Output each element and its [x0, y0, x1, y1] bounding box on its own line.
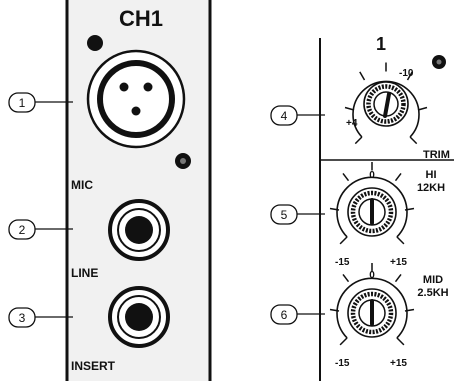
hi-scale-ticks [329, 162, 415, 245]
screw-icon-center [436, 59, 442, 65]
trim-label: TRIM [423, 149, 450, 161]
callout-number: 3 [19, 311, 26, 325]
mic-xlr-jack[interactable] [86, 49, 186, 149]
mid-label-line1: MID [423, 274, 443, 286]
hi-scale-arc [336, 176, 408, 238]
xlr-pin-icon [143, 82, 153, 92]
callout-number: 5 [281, 208, 288, 222]
screw-icon-center [180, 158, 186, 164]
channel-number: 1 [376, 34, 386, 54]
mid-eq-knob-group: 0 -15 +15 MID 2.5KH [329, 263, 449, 369]
callout-number: 4 [281, 109, 288, 123]
line-jack-hole [125, 216, 153, 244]
trim-scale-ticks [344, 62, 428, 145]
mid-scale-ticks [329, 263, 415, 346]
line-label: LINE [71, 266, 98, 280]
channel-title: CH1 [119, 6, 163, 31]
callout-number: 6 [281, 308, 288, 322]
hi-scale-label-right: +15 [390, 257, 407, 268]
insert-jack-hole [125, 303, 153, 331]
callout-6: 6 [270, 304, 325, 325]
callout-5: 5 [270, 204, 325, 225]
line-jack[interactable] [108, 199, 170, 261]
insert-label: INSERT [71, 359, 116, 373]
mid-scale-label-left: -15 [335, 358, 350, 369]
mid-scale-label-right: +15 [390, 358, 407, 369]
xlr-pin-icon [119, 82, 129, 92]
callout-4: 4 [270, 105, 325, 126]
trim-knob-pointer [383, 92, 391, 118]
xlr-pin-icon [131, 106, 141, 116]
callout-number: 1 [19, 96, 26, 110]
trim-knob-group: +4 -10 TRIM [344, 62, 450, 161]
mid-scale-label-top: 0 [369, 270, 375, 281]
insert-jack[interactable] [108, 286, 170, 348]
mid-label-line2: 2.5KH [417, 287, 448, 299]
right-panel: 1 +4 -10 TRIM [319, 34, 454, 381]
left-panel: CH1 MIC LINE INSERT [65, 0, 212, 381]
screw-icon [87, 35, 103, 51]
callout-2: 2 [8, 219, 73, 240]
mid-scale-arc [336, 277, 408, 339]
callout-1: 1 [8, 92, 73, 113]
trim-scale-label-left: +4 [346, 118, 358, 129]
xlr-inner-ring [97, 60, 175, 138]
hi-scale-label-top: 0 [369, 170, 375, 181]
hi-eq-knob-group: 0 -15 +15 HI 12KH [329, 162, 445, 268]
hi-label-line2: 12KH [417, 182, 445, 194]
callout-3: 3 [8, 307, 73, 328]
mic-label: MIC [71, 178, 93, 192]
trim-scale-label-top: -10 [399, 68, 414, 79]
callout-number: 2 [19, 223, 26, 237]
hi-scale-label-left: -15 [335, 257, 350, 268]
hi-label-line1: HI [426, 169, 437, 181]
